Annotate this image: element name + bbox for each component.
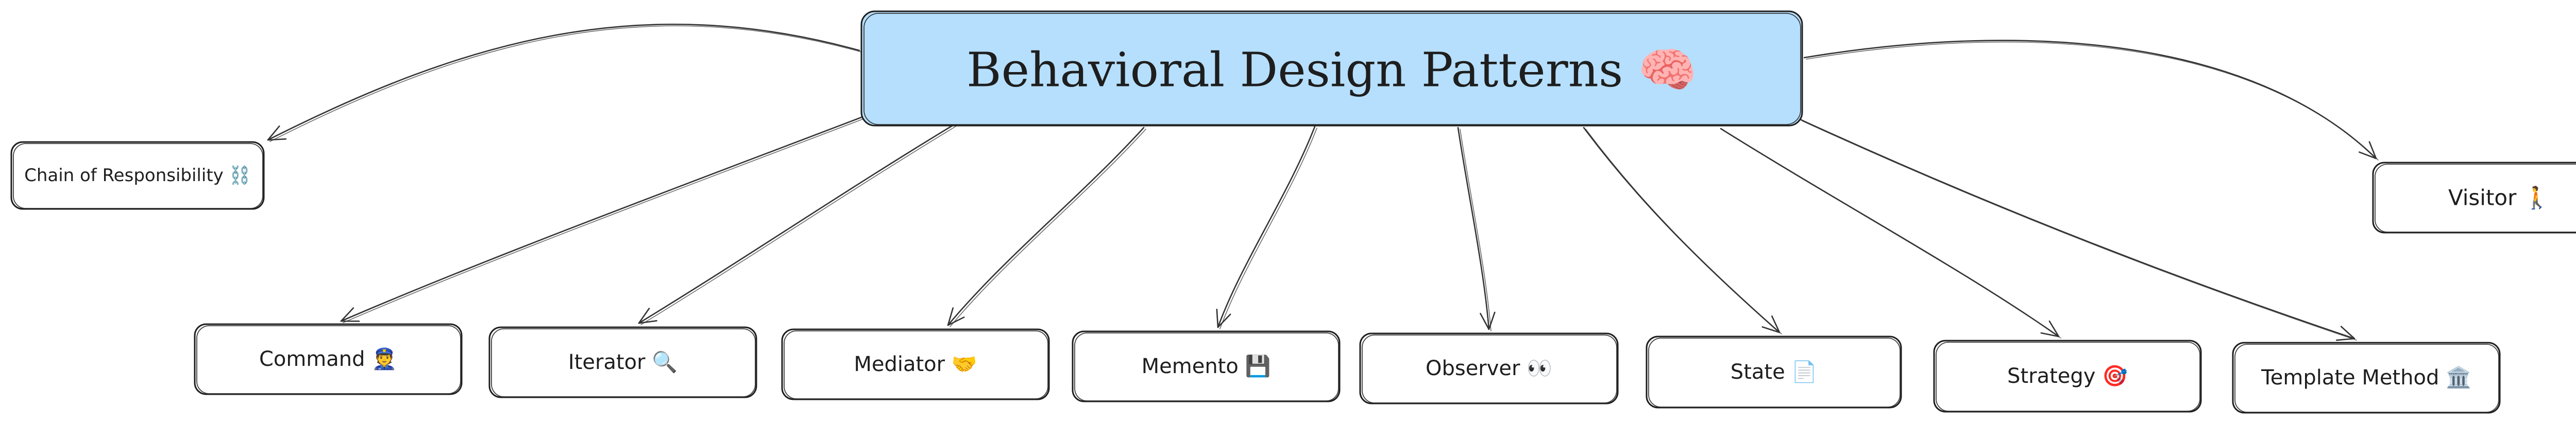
node-box-sketch-stroke bbox=[1648, 338, 1901, 408]
node-box bbox=[488, 326, 757, 398]
connector-line bbox=[1720, 128, 2060, 338]
root-box bbox=[860, 10, 1803, 127]
node-box bbox=[2372, 162, 2576, 234]
node-state[interactable]: State 📄 bbox=[1646, 336, 1902, 409]
connector-mediator bbox=[947, 127, 1146, 327]
node-template[interactable]: Template Method 🏛️ bbox=[2232, 342, 2501, 414]
root-label: Behavioral Design Patterns 🧠 bbox=[967, 43, 1697, 98]
connector-sketch-line bbox=[1806, 41, 2379, 161]
connector-memento bbox=[1216, 126, 1317, 329]
node-label: Strategy 🎯 bbox=[2007, 364, 2128, 388]
node-box bbox=[1072, 330, 1341, 402]
node-box bbox=[781, 328, 1050, 400]
connector-sketch-line bbox=[640, 122, 962, 325]
node-box-sketch-stroke bbox=[2234, 344, 2499, 413]
root-node[interactable]: Behavioral Design Patterns 🧠 bbox=[860, 10, 1803, 127]
node-strategy[interactable]: Strategy 🎯 bbox=[1933, 340, 2202, 413]
connector-line bbox=[1803, 40, 2377, 160]
node-box-sketch-stroke bbox=[491, 328, 756, 397]
node-label: Observer 👀 bbox=[1426, 357, 1552, 380]
node-iterator[interactable]: Iterator 🔍 bbox=[488, 326, 757, 398]
connector-template bbox=[1799, 118, 2357, 341]
node-box-sketch-stroke bbox=[13, 143, 263, 209]
connector-line bbox=[1216, 126, 1316, 328]
node-box-sketch-stroke bbox=[1362, 334, 1617, 403]
node-label: Command 👮 bbox=[259, 346, 397, 371]
connector-sketch-line bbox=[950, 129, 1146, 327]
connector-sketch-line bbox=[1802, 120, 2357, 341]
node-label: Visitor 🚶 bbox=[2448, 185, 2550, 210]
node-command[interactable]: Command 👮 bbox=[194, 323, 463, 395]
connector-sketch-line bbox=[1585, 129, 1782, 334]
node-chain[interactable]: Chain of Responsibility ⛓️ bbox=[10, 141, 265, 210]
node-box-sketch-stroke bbox=[2375, 164, 2576, 233]
node-box bbox=[1933, 340, 2202, 413]
node-box-sketch-stroke bbox=[196, 325, 461, 394]
node-box-sketch-stroke bbox=[1936, 342, 2200, 412]
node-label: Iterator 🔍 bbox=[568, 349, 677, 374]
connector-sketch-line bbox=[269, 25, 862, 142]
child-node-layer: Chain of Responsibility ⛓️ Command 👮 Itera… bbox=[10, 141, 2576, 414]
node-label: State 📄 bbox=[1731, 360, 1817, 384]
node-box bbox=[1359, 332, 1619, 404]
connector-line bbox=[267, 24, 860, 141]
connector-line bbox=[1457, 127, 1496, 330]
node-box bbox=[1646, 336, 1902, 409]
node-mediator[interactable]: Mediator 🤝 bbox=[781, 328, 1050, 400]
connector-layer bbox=[267, 24, 2379, 341]
node-box-sketch-stroke bbox=[1074, 332, 1339, 401]
connector-line bbox=[638, 120, 960, 324]
node-observer[interactable]: Observer 👀 bbox=[1359, 332, 1619, 404]
node-box bbox=[2232, 342, 2501, 414]
connector-observer bbox=[1457, 127, 1496, 331]
node-label: Chain of Responsibility ⛓️ bbox=[24, 165, 251, 186]
connector-line bbox=[947, 127, 1145, 326]
node-memento[interactable]: Memento 💾 bbox=[1072, 330, 1341, 402]
root-box-sketch-stroke bbox=[863, 13, 1801, 125]
connector-iterator bbox=[638, 120, 962, 325]
node-label: Template Method 🏛️ bbox=[2261, 365, 2471, 390]
connector-strategy bbox=[1720, 128, 2061, 339]
connector-line bbox=[340, 116, 862, 322]
connector-chain bbox=[267, 24, 862, 142]
node-visitor[interactable]: Visitor 🚶 bbox=[2372, 162, 2576, 234]
connector-visitor bbox=[1803, 40, 2379, 161]
connector-sketch-line bbox=[1219, 128, 1317, 329]
connector-state bbox=[1583, 127, 1782, 334]
connector-sketch-line bbox=[1460, 129, 1492, 331]
node-box-sketch-stroke bbox=[784, 330, 1048, 399]
node-label: Mediator 🤝 bbox=[854, 352, 977, 376]
connector-command bbox=[340, 116, 864, 323]
node-label: Memento 💾 bbox=[1142, 354, 1271, 378]
node-box bbox=[194, 323, 463, 395]
connector-line bbox=[1799, 118, 2355, 341]
connector-sketch-line bbox=[343, 118, 864, 323]
node-box bbox=[10, 141, 265, 210]
connector-line bbox=[1583, 127, 1781, 333]
